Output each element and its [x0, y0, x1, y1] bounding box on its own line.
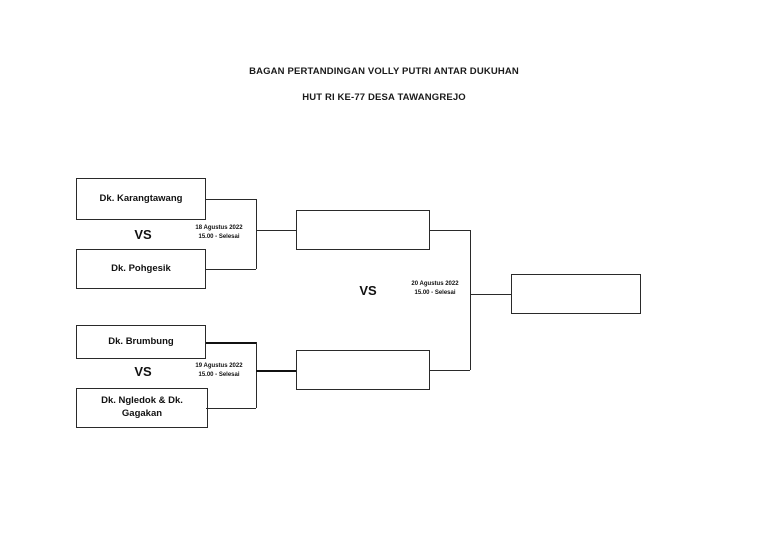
schedule-match-1-time: 15.00 - Selesai [198, 234, 240, 241]
schedule-match-2-time: 15.00 - Selesai [198, 372, 240, 379]
team-box-karangtawang[interactable]: Dk. Karangtawang [76, 178, 206, 220]
vs-label-final: VS [359, 283, 377, 298]
team-box-brumbung[interactable]: Dk. Brumbung [76, 325, 206, 359]
connector-final-vertical [470, 230, 471, 370]
vs-label-match-1: VS [134, 227, 152, 242]
connector-match-1-bottom [206, 269, 256, 270]
champion-box[interactable] [511, 274, 641, 314]
team-box-pohgesik[interactable]: Dk. Pohgesik [76, 249, 206, 289]
schedule-final-time: 15.00 - Selesai [414, 290, 456, 297]
schedule-match-2: 19 Agustus 2022 15.00 - Selesai [186, 362, 252, 381]
vs-label-match-2: VS [134, 364, 152, 379]
schedule-match-1: 18 Agustus 2022 15.00 - Selesai [186, 224, 252, 243]
winner-box-semifinal-bottom[interactable] [296, 350, 430, 390]
team-box-ngledok-gagakan[interactable]: Dk. Ngledok & Dk. Gagakan [76, 388, 208, 428]
schedule-final: 20 Agustus 2022 15.00 - Selesai [400, 280, 470, 299]
connector-match-2-bottom [206, 408, 256, 409]
winner-box-semifinal-top[interactable] [296, 210, 430, 250]
connector-match-1-output [256, 230, 296, 231]
connector-final-bottom [430, 370, 470, 371]
page-title-line-2: HUT RI KE-77 DESA TAWANGREJO [302, 92, 466, 103]
connector-match-2-output [256, 370, 296, 372]
connector-match-1-vertical [256, 199, 257, 269]
connector-final-top [430, 230, 470, 231]
connector-match-2-vertical [256, 342, 257, 408]
connector-final-output [470, 294, 511, 295]
schedule-match-1-date: 18 Agustus 2022 [195, 225, 243, 231]
connector-match-2-top [206, 342, 256, 344]
page-title-line-1: BAGAN PERTANDINGAN VOLLY PUTRI ANTAR DUK… [249, 66, 519, 77]
schedule-final-date: 20 Agustus 2022 [411, 281, 459, 287]
connector-match-1-top [206, 199, 256, 200]
schedule-match-2-date: 19 Agustus 2022 [195, 363, 243, 369]
